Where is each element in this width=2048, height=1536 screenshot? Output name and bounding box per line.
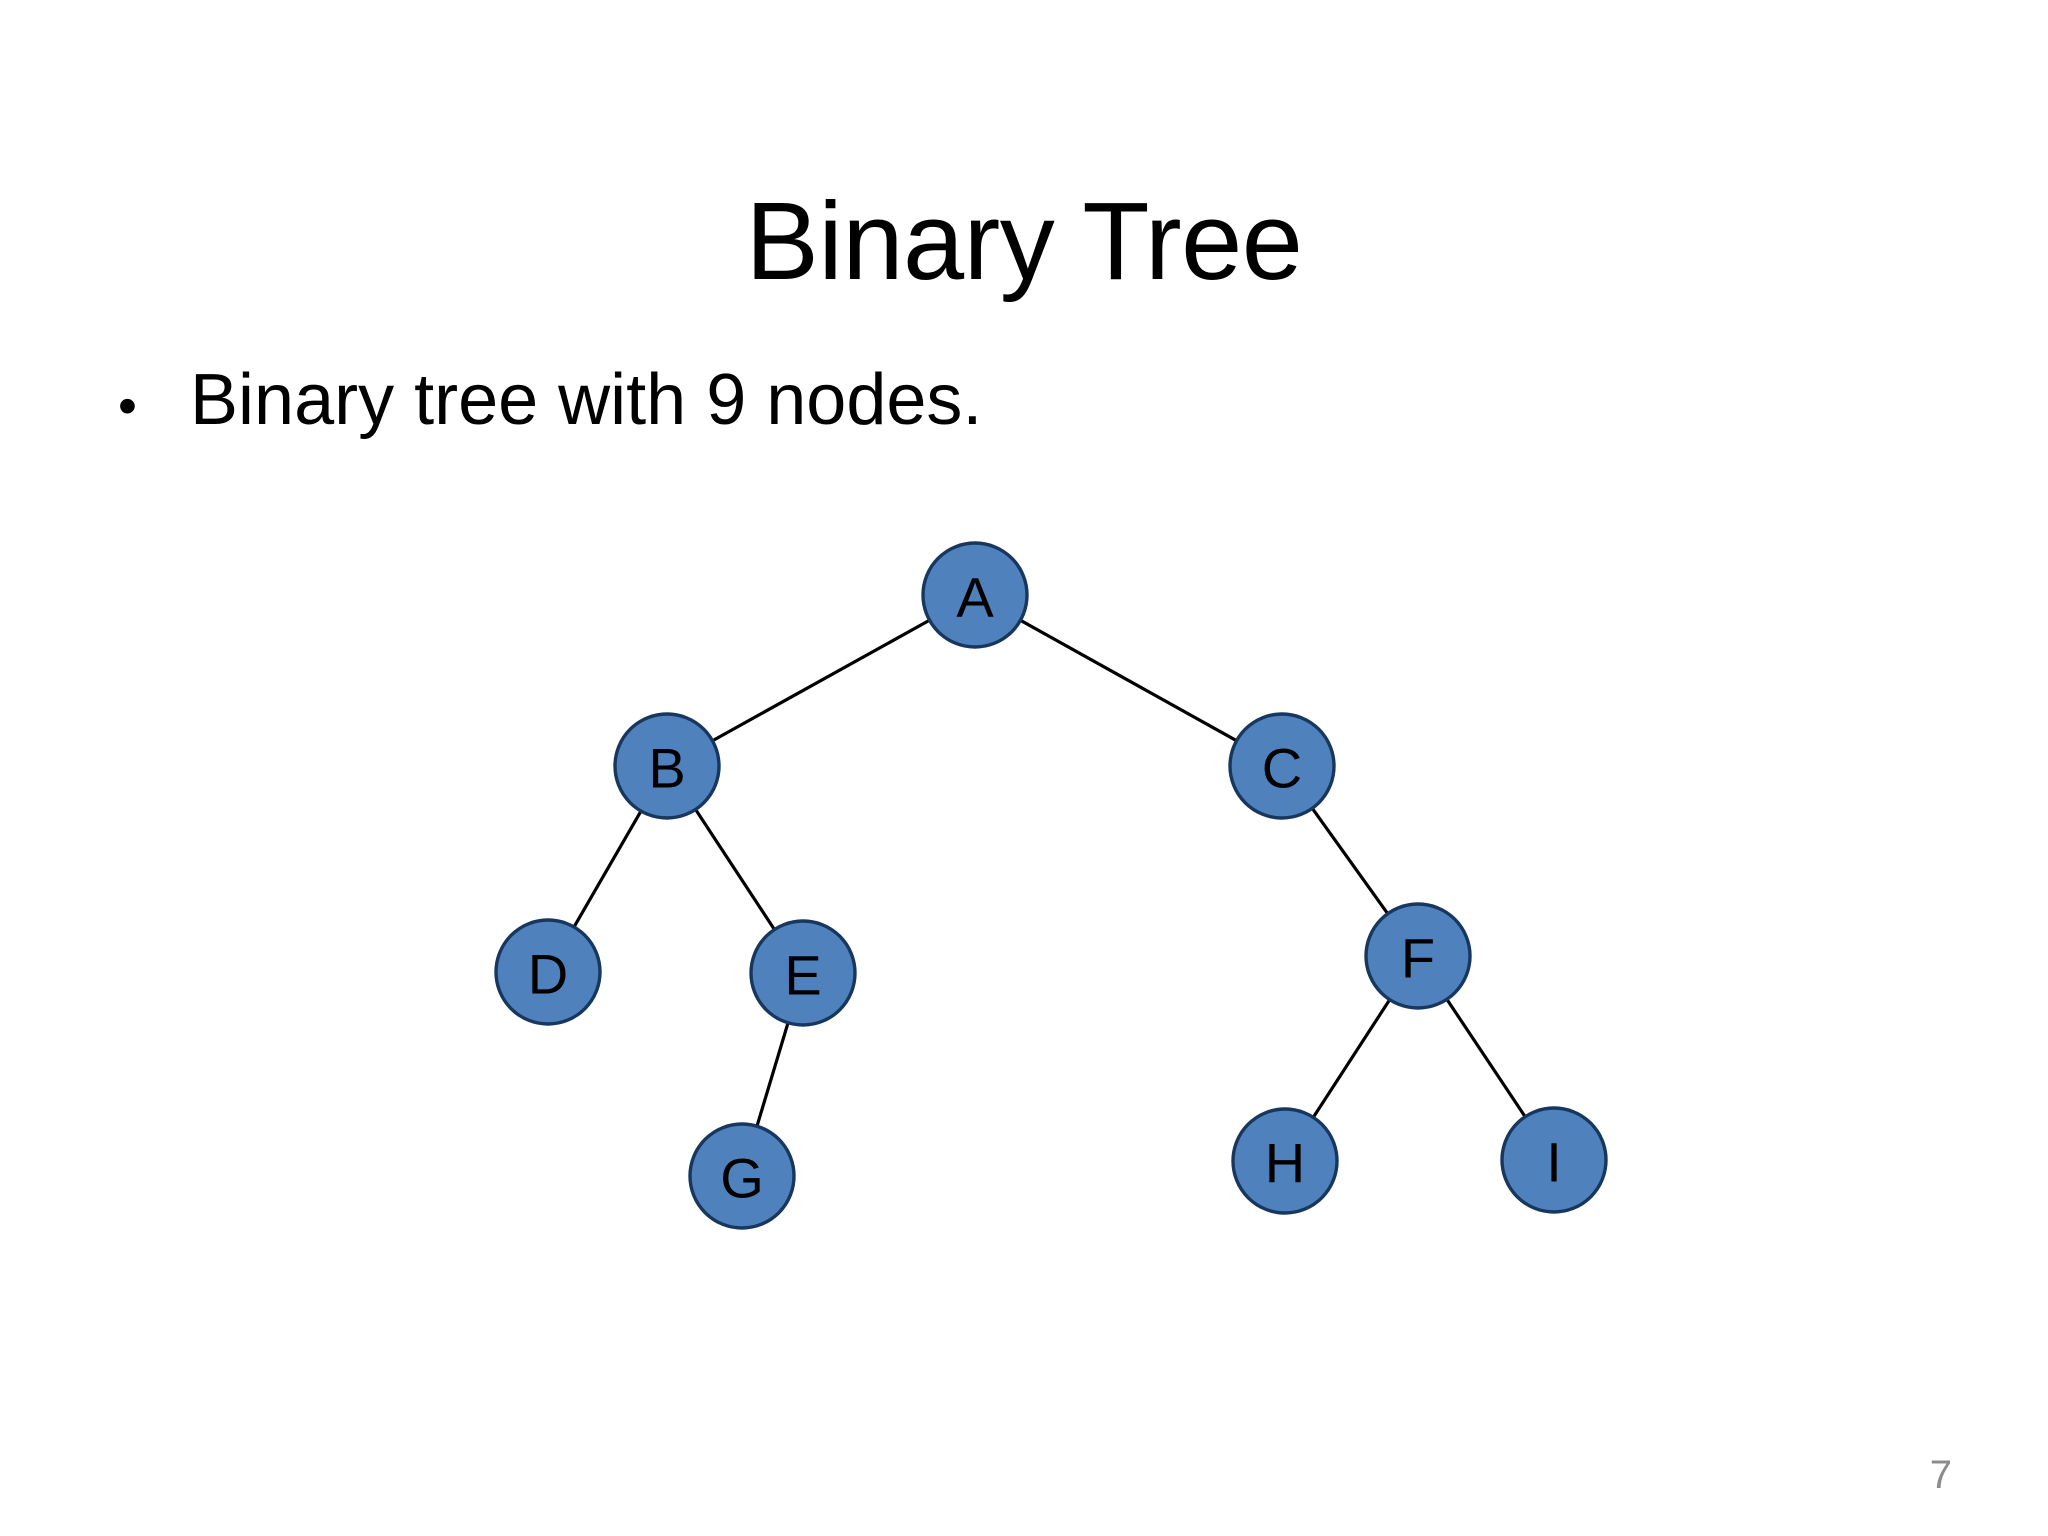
tree-node-layer: A B C D E F G H I — [494, 541, 1608, 1230]
tree-node-label: H — [1265, 1132, 1305, 1195]
tree-node-circle — [1228, 712, 1336, 820]
tree-node-c[interactable]: C — [1228, 712, 1336, 820]
tree-node-label: D — [528, 943, 568, 1006]
tree-node-circle — [494, 918, 602, 1026]
tree-edge-f-i — [1444, 996, 1528, 1120]
tree-edge-e-g — [754, 1019, 791, 1130]
bullet-list: • Binary tree with 9 nodes. — [118, 358, 1918, 443]
tree-node-circle — [1364, 902, 1472, 1010]
tree-edge-a-c — [1017, 617, 1240, 744]
tree-node-label: C — [1262, 737, 1302, 800]
tree-node-circle — [749, 919, 857, 1027]
tree-node-a[interactable]: A — [921, 541, 1029, 649]
tree-edge-b-d — [571, 807, 644, 931]
page-number: 7 — [1929, 1453, 1952, 1497]
tree-edge-c-f — [1309, 805, 1391, 917]
tree-node-label: E — [784, 944, 821, 1007]
tree-edge-layer — [571, 617, 1528, 1130]
tree-node-circle — [921, 541, 1029, 649]
tree-node-g[interactable]: G — [688, 1122, 796, 1230]
tree-node-circle — [1500, 1106, 1608, 1214]
tree-node-i[interactable]: I — [1500, 1106, 1608, 1214]
tree-node-circle — [1231, 1107, 1339, 1215]
tree-edge-a-b — [709, 617, 933, 744]
tree-node-label: I — [1546, 1131, 1562, 1194]
tree-node-d[interactable]: D — [494, 918, 602, 1026]
tree-node-label: G — [720, 1147, 764, 1210]
bullet-text: Binary tree with 9 nodes. — [190, 360, 983, 440]
tree-node-b[interactable]: B — [613, 712, 721, 820]
tree-node-label: F — [1401, 927, 1435, 990]
tree-node-f[interactable]: F — [1364, 902, 1472, 1010]
list-item: • Binary tree with 9 nodes. — [118, 358, 1918, 443]
page-title: Binary Tree — [745, 179, 1303, 303]
tree-node-circle — [688, 1122, 796, 1230]
bullet-point-icon: • — [118, 376, 137, 436]
tree-node-label: A — [956, 566, 994, 629]
tree-node-e[interactable]: E — [749, 919, 857, 1027]
tree-edge-b-e — [692, 806, 778, 933]
tree-edge-f-h — [1310, 996, 1393, 1121]
tree-node-h[interactable]: H — [1231, 1107, 1339, 1215]
tree-node-label: B — [648, 737, 685, 800]
tree-node-circle — [613, 712, 721, 820]
